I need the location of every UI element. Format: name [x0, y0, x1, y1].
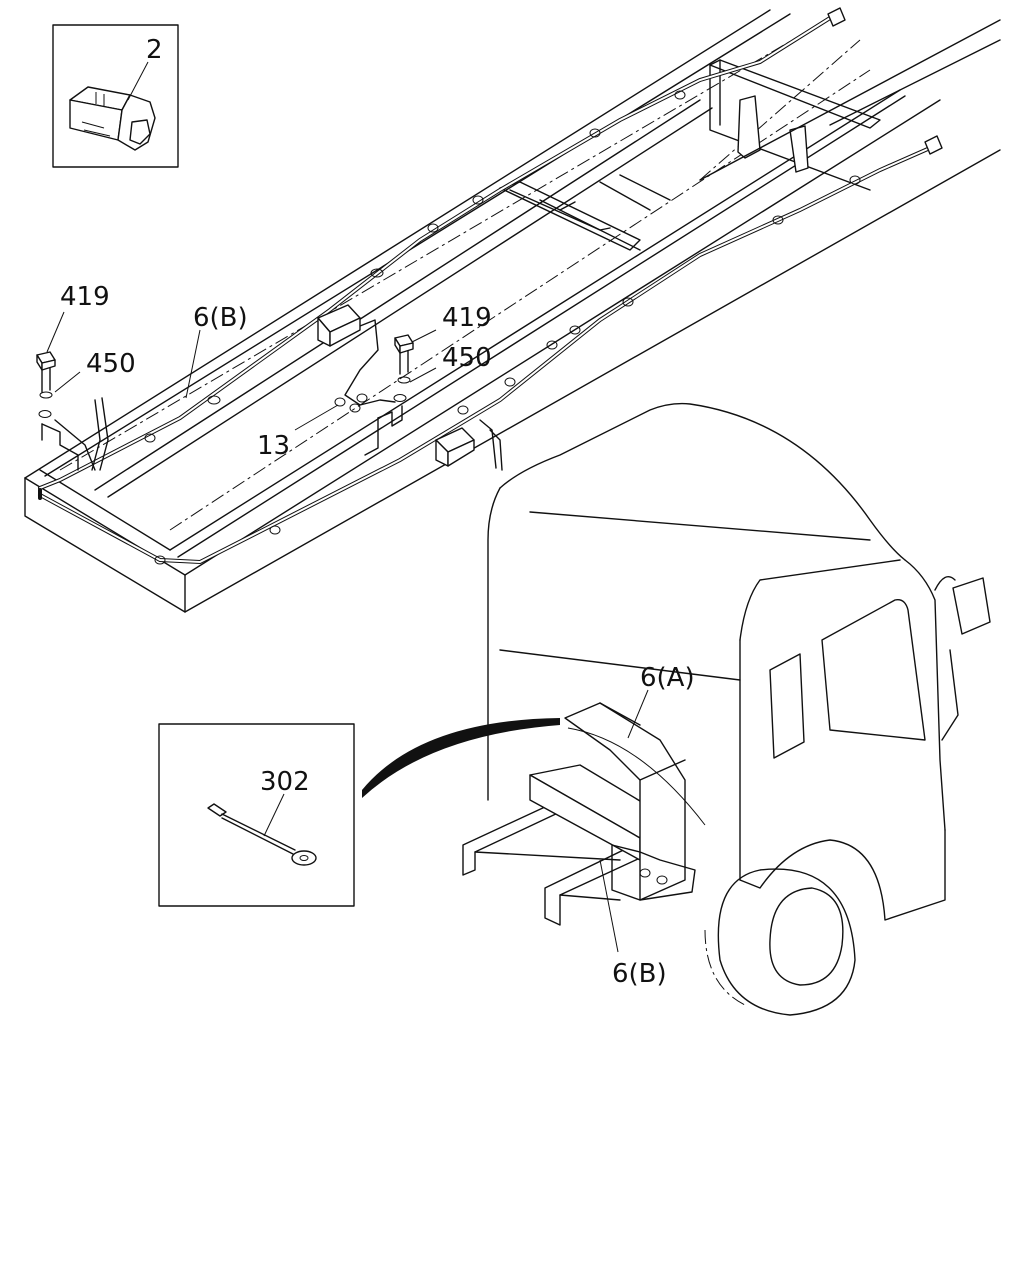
- callout-13: 13: [257, 431, 290, 461]
- leader-6b-top: [185, 329, 201, 399]
- leader-419-left: [46, 311, 65, 353]
- callout-2: 2: [146, 35, 163, 65]
- bolt-419-left-icon: [36, 351, 56, 399]
- connector-icon: [69, 86, 156, 151]
- ground-bracket-left: [38, 410, 79, 471]
- leader-302: [263, 793, 285, 837]
- callout-419-mid: 419: [442, 303, 492, 333]
- leader-450-left: [54, 371, 81, 393]
- leader-6b-bottom: [599, 859, 619, 953]
- inset-connector: 2: [52, 24, 179, 168]
- pointer-arrow: [362, 718, 560, 798]
- callout-6b-top: 6(B): [193, 303, 248, 333]
- leader-450-mid: [409, 367, 437, 383]
- wiring-harness: [38, 7, 943, 565]
- leader-419-mid: [411, 329, 437, 343]
- bolt-419-mid-icon: [394, 334, 414, 384]
- callout-302: 302: [260, 767, 310, 797]
- harness-6a: [567, 727, 706, 826]
- ground-bracket-mid: [364, 394, 407, 456]
- inset-ground-cable: 302: [158, 723, 355, 907]
- leader-2: [127, 61, 149, 101]
- callout-6b-bottom: 6(B): [612, 959, 667, 989]
- truck-cab: [462, 402, 991, 1016]
- callout-450-mid: 450: [442, 343, 492, 373]
- callout-450-left: 450: [86, 349, 136, 379]
- leader-6a: [627, 689, 649, 739]
- leader-13: [294, 404, 339, 431]
- ground-cable-icon: [207, 803, 317, 866]
- connector-13-icon: [334, 393, 368, 413]
- chassis-frame: [24, 9, 1001, 613]
- callout-6a: 6(A): [640, 663, 695, 693]
- callout-419-left: 419: [60, 282, 110, 312]
